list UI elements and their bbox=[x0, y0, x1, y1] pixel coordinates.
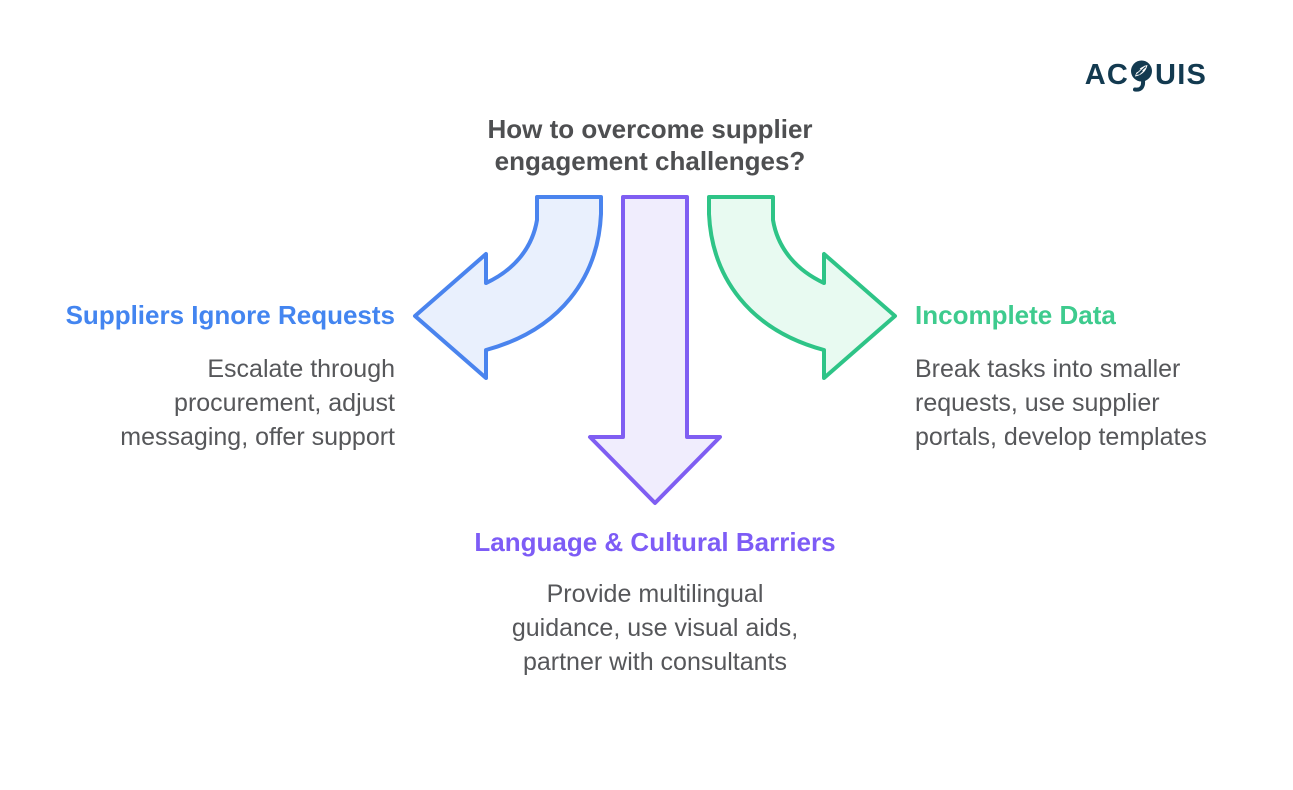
body-line: guidance, use visual aids, bbox=[511, 614, 799, 642]
body-line: Break tasks into smaller bbox=[915, 355, 1181, 383]
challenge-body: Escalate through procurement, adjust mes… bbox=[66, 352, 395, 454]
logo-q-leaf-icon bbox=[1131, 60, 1153, 92]
down-arrow bbox=[588, 195, 722, 505]
logo-text-uis: UIS bbox=[1155, 59, 1207, 91]
title-line-2: engagement challenges? bbox=[494, 146, 806, 176]
challenge-body: Break tasks into smaller requests, use s… bbox=[915, 352, 1207, 454]
body-line: Escalate through bbox=[207, 355, 395, 383]
left-curved-arrow bbox=[413, 195, 603, 380]
challenge-suppliers-ignore-requests: Suppliers Ignore Requests Escalate throu… bbox=[66, 300, 395, 454]
challenge-heading: Incomplete Data bbox=[915, 300, 1116, 330]
body-line: requests, use supplier bbox=[915, 389, 1160, 417]
acquis-logo: AC UIS bbox=[1085, 60, 1207, 94]
body-line: procurement, adjust bbox=[174, 389, 395, 417]
body-line: partner with consultants bbox=[522, 648, 788, 676]
challenge-language-cultural-barriers: Language & Cultural Barriers Provide mul… bbox=[474, 527, 835, 679]
right-curved-arrow bbox=[707, 195, 897, 380]
body-line: Provide multilingual bbox=[546, 580, 764, 608]
title-line-1: How to overcome supplier bbox=[487, 114, 813, 144]
challenge-body: Provide multilingual guidance, use visua… bbox=[474, 577, 835, 679]
challenge-incomplete-data: Incomplete Data Break tasks into smaller… bbox=[915, 300, 1207, 454]
body-line: portals, develop templates bbox=[915, 423, 1207, 451]
challenge-heading: Language & Cultural Barriers bbox=[474, 527, 836, 557]
body-line: messaging, offer support bbox=[120, 423, 395, 451]
diagram-title: How to overcome supplier engagement chal… bbox=[487, 113, 812, 177]
challenge-heading: Suppliers Ignore Requests bbox=[65, 300, 395, 330]
logo-text-ac: AC bbox=[1084, 59, 1130, 91]
